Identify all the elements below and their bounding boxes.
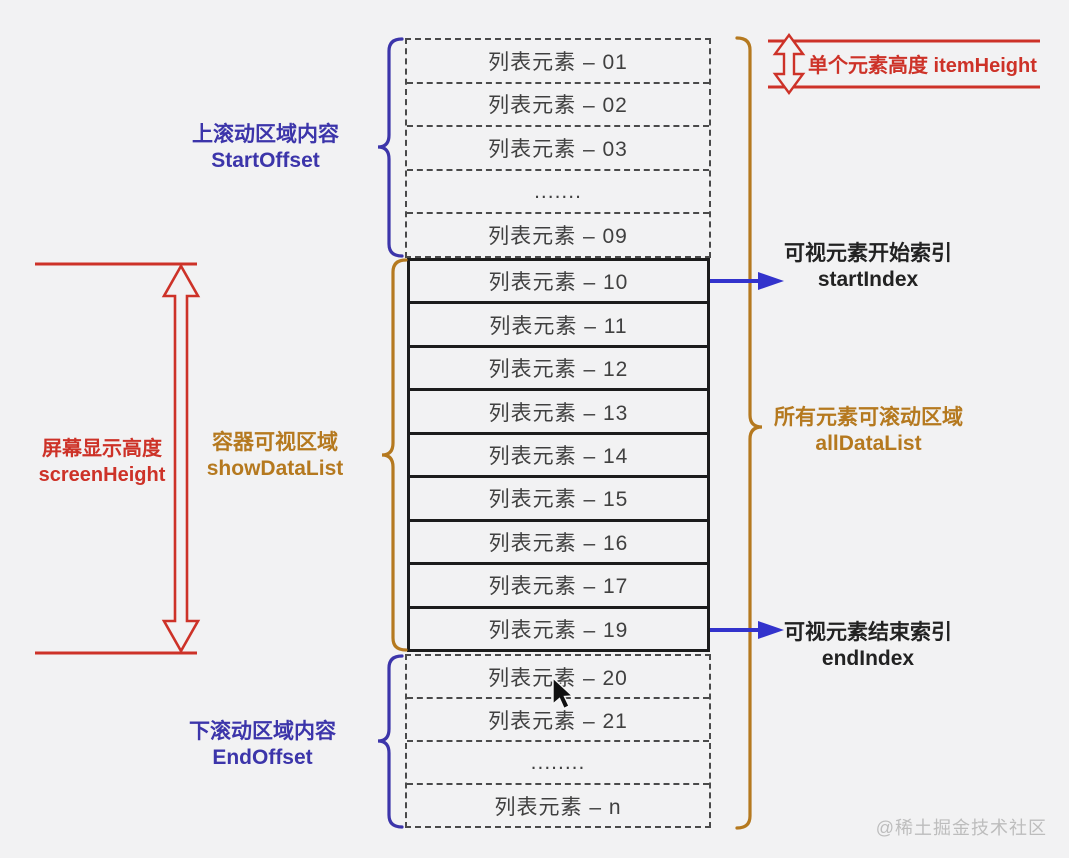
all-data-list-label-zh: 所有元素可滚动区域	[774, 406, 963, 429]
start-index-label-zh: 可视元素开始索引	[784, 242, 952, 265]
all-data-list-brace-icon	[735, 36, 763, 830]
end-offset-label-en: EndOffset	[212, 746, 313, 769]
show-data-list-label-en: showDataList	[206, 457, 344, 480]
screen-height-label: 屏幕显示高度 screenHeight	[22, 436, 182, 488]
list-item: 列表元素 – 12	[410, 348, 707, 392]
item-height-label: 单个元素高度 itemHeight	[808, 55, 1037, 77]
list-item: 列表元素 – 02	[407, 84, 709, 128]
list-item: 列表元素 – 14	[410, 435, 707, 479]
screen-height-label-zh: 屏幕显示高度	[42, 438, 162, 460]
watermark: @稀土掘金技术社区	[875, 818, 1047, 838]
list-item: 列表元素 – 21	[407, 699, 709, 742]
list-item: 列表元素 – 13	[410, 391, 707, 435]
list-item: 列表元素 – 10	[410, 261, 707, 305]
all-data-list-label-en: allDataList	[815, 432, 922, 455]
list-item: 列表元素 – 15	[410, 478, 707, 522]
screen-height-label-en: screenHeight	[38, 464, 166, 486]
show-data-list-brace-icon	[381, 258, 408, 652]
list-item: 列表元素 – n	[494, 795, 622, 819]
list-item-ellipsis: ........	[407, 742, 709, 785]
list-item: 列表元素 – 03	[407, 127, 709, 171]
list-item: 列表元素 – 17	[410, 565, 707, 609]
end-offset-label-zh: 下滚动区域内容	[189, 720, 336, 743]
list-item: 列表元素 – 09	[488, 225, 628, 249]
start-offset-label-en: StartOffset	[211, 149, 320, 172]
item-height-double-arrow-icon	[772, 32, 806, 96]
list-item: 列表元素 – 20	[407, 656, 709, 699]
start-offset-label-zh: 上滚动区域内容	[192, 123, 339, 146]
end-offset-label: 下滚动区域内容 EndOffset	[155, 719, 370, 771]
end-offset-brace-icon	[377, 654, 404, 829]
visible-area-section: 列表元素 – 10 列表元素 – 11 列表元素 – 12 列表元素 – 13 …	[407, 258, 710, 652]
start-index-label: 可视元素开始索引 startIndex	[768, 241, 968, 293]
list-item: 列表元素 – 11	[410, 304, 707, 348]
end-index-label-zh: 可视元素结束索引	[784, 621, 952, 644]
list-item: 列表元素 – 19	[488, 618, 629, 642]
end-index-label-en: endIndex	[821, 647, 915, 670]
list-item-ellipsis: .......	[407, 171, 709, 215]
start-offset-label: 上滚动区域内容 StartOffset	[158, 122, 373, 174]
show-data-list-label: 容器可视区域 showDataList	[182, 430, 368, 482]
show-data-list-label-zh: 容器可视区域	[212, 431, 338, 454]
all-data-list-label: 所有元素可滚动区域 allDataList	[766, 405, 971, 457]
end-index-label: 可视元素结束索引 endIndex	[768, 620, 968, 672]
list-item: 列表元素 – 16	[410, 522, 707, 566]
start-offset-brace-icon	[377, 37, 404, 258]
list-item: 列表元素 – 01	[407, 40, 709, 84]
start-index-label-en: startIndex	[817, 268, 919, 291]
bottom-offset-section: 列表元素 – 20 列表元素 – 21 ........ 列表元素 – n	[405, 654, 711, 828]
top-offset-section: 列表元素 – 01 列表元素 – 02 列表元素 – 03 ....... 列表…	[405, 38, 711, 258]
